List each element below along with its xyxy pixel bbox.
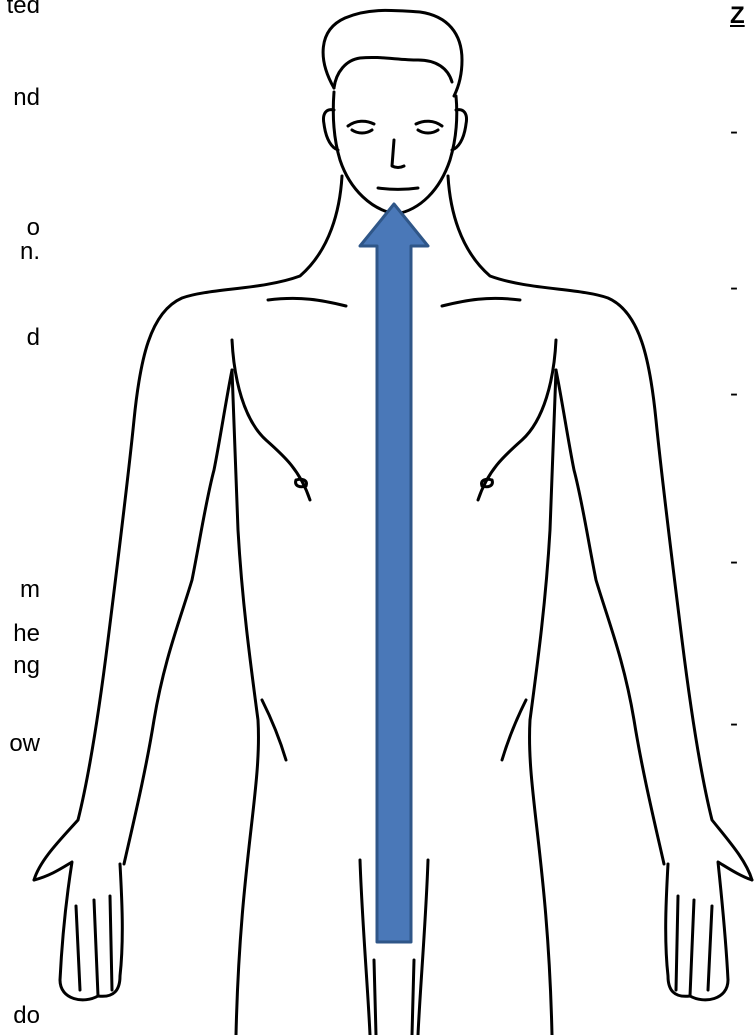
- upward-arrow: [360, 204, 428, 942]
